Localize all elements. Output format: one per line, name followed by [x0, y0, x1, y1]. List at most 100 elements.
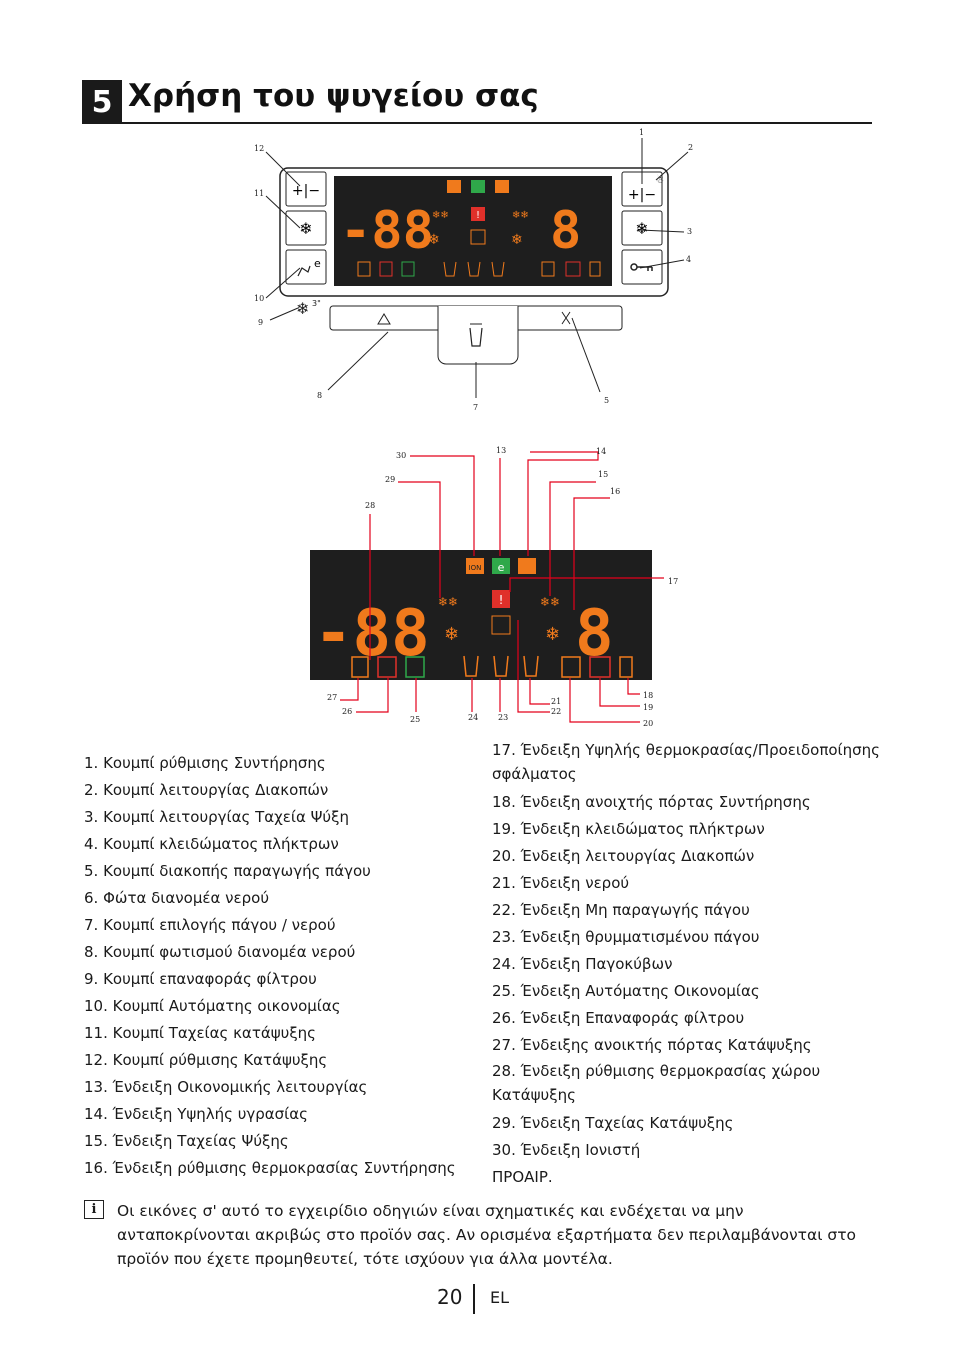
svg-text:25: 25 — [410, 715, 420, 724]
svg-text:26: 26 — [342, 707, 352, 716]
svg-text:❄: ❄ — [635, 219, 648, 238]
legend-item: 20. Ένδειξη λειτουργίας Διακοπών — [492, 847, 755, 865]
legend-item: 18. Ένδειξη ανοιχτής πόρτας Συντήρησης — [492, 793, 811, 811]
legend-item: 7. Κουμπί επιλογής πάγου / νερού — [84, 916, 336, 934]
svg-text:21: 21 — [551, 697, 561, 706]
svg-text:29: 29 — [385, 475, 395, 484]
svg-text:3: 3 — [687, 227, 692, 236]
legend-item: 9. Κουμπί επαναφοράς φίλτρου — [84, 970, 317, 988]
note-text: Οι εικόνες σ' αυτό το εγχειρίδιο οδηγιών… — [117, 1202, 857, 1268]
legend-item: 12. Κουμπί ρύθμισης Κατάψυξης — [84, 1051, 328, 1069]
legend-item: 22. Ένδειξη Μη παραγωγής πάγου — [492, 901, 750, 919]
svg-text:ION: ION — [469, 564, 482, 572]
svg-text:27: 27 — [327, 693, 337, 702]
section-number: 5 — [82, 80, 122, 124]
legend-item: 16. Ένδειξη ρύθμισης θερμοκρασίας Συντήρ… — [84, 1159, 456, 1177]
svg-text:❄: ❄ — [296, 299, 309, 318]
legend-item: 13. Ένδειξη Οικονομικής λειτουργίας — [84, 1078, 368, 1096]
legend-item: 2. Κουμπί λειτουργίας Διακοπών — [84, 781, 329, 799]
svg-text:+|−: +|− — [628, 187, 656, 203]
svg-text:23: 23 — [498, 713, 508, 722]
svg-text:❄: ❄ — [428, 232, 440, 248]
svg-text:-88: -88 — [314, 597, 430, 671]
svg-text:12: 12 — [254, 144, 264, 153]
language-code: EL — [490, 1288, 510, 1307]
svg-text:❄❄: ❄❄ — [438, 595, 458, 609]
top-display: -88 8 ! ❄❄ ❄ ❄❄ ❄ — [340, 180, 601, 277]
svg-text:❄❄: ❄❄ — [512, 210, 529, 221]
info-icon: i — [84, 1200, 104, 1219]
svg-text:❄: ❄ — [545, 624, 560, 645]
svg-text:19: 19 — [643, 703, 653, 712]
svg-text:7: 7 — [473, 403, 478, 412]
svg-text:-88: -88 — [340, 201, 434, 261]
legend-item: 27. Ένδειξης ανοικτής πόρτας Κατάψυξης — [492, 1036, 812, 1054]
legend-item: 5. Κουμπί διακοπής παραγωγής πάγου — [84, 862, 371, 880]
footer-divider — [473, 1284, 475, 1314]
legend-item: 24. Ένδειξη Παγοκύβων — [492, 955, 673, 973]
key-lock-button[interactable] — [621, 249, 663, 285]
svg-text:5: 5 — [604, 396, 609, 405]
svg-text:28: 28 — [365, 501, 375, 510]
svg-text:9: 9 — [258, 318, 263, 327]
quick-freeze-button[interactable]: ❄ — [285, 210, 327, 246]
legend-item: 10. Κουμπί Αυτόματης οικονομίας — [84, 997, 341, 1015]
fridge-adjust-button[interactable]: +|− ☃ — [621, 171, 664, 207]
legend-item: 4. Κουμπί κλειδώματος πλήκτρων — [84, 835, 339, 853]
legend-list-left: 1. Κουμπί ρύθμισης Συντήρησης 2. Κουμπί … — [84, 750, 464, 1182]
legend-item: 19. Ένδειξη κλειδώματος πλήκτρων — [492, 820, 765, 838]
svg-text:16: 16 — [610, 487, 620, 496]
ice-stop-button[interactable] — [561, 311, 571, 325]
legend-item: 11. Κουμπί Ταχείας κατάψυξης — [84, 1024, 316, 1042]
legend-item: 29. Ένδειξη Ταχείας Κατάψυξης — [492, 1114, 734, 1132]
svg-text:+|−: +|− — [292, 183, 320, 199]
svg-text:!: ! — [499, 593, 504, 607]
header-rule — [82, 122, 872, 124]
legend-item: 25. Ένδειξη Αυτόματης Οικονομίας — [492, 982, 760, 1000]
legend-item: 14. Ένδειξη Υψηλής υγρασίας — [84, 1105, 308, 1123]
svg-text:15: 15 — [598, 470, 608, 479]
legend-item: 3. Κουμπί λειτουργίας Ταχεία Ψύξη — [84, 808, 349, 826]
dispenser-light-button[interactable] — [377, 313, 391, 325]
svg-text:❄❄: ❄❄ — [432, 210, 449, 221]
svg-text:18: 18 — [643, 691, 653, 700]
svg-text:20: 20 — [643, 719, 653, 728]
legend-item: 30. Ένδειξη Ιονιστή — [492, 1141, 641, 1159]
legend-item: 17. Ένδειξη Υψηλής θερμοκρασίας/Προειδοπ… — [492, 741, 880, 783]
auto-eco-button[interactable]: e — [285, 249, 327, 285]
quick-cool-button[interactable]: ❄ — [621, 210, 663, 246]
legend-item: 15. Ένδειξη Ταχείας Ψύξης — [84, 1132, 289, 1150]
legend-item: 1. Κουμπί ρύθμισης Συντήρησης — [84, 754, 326, 772]
page-title: Χρήση του ψυγείου σας — [128, 78, 539, 114]
svg-text:2: 2 — [688, 143, 693, 152]
svg-text:e: e — [498, 561, 505, 574]
svg-text:30: 30 — [396, 451, 406, 460]
legend-list-right: 17. Ένδειξη Υψηλής θερμοκρασίας/Προειδοπ… — [492, 738, 882, 1191]
svg-text:8: 8 — [317, 391, 322, 400]
top-panel: +|− ❄ e +|− ☃ ❄ -88 — [254, 128, 693, 412]
svg-text:14: 14 — [596, 447, 606, 456]
svg-text:13: 13 — [496, 446, 506, 455]
legend-item: 23. Ένδειξη θρυμματισμένου πάγου — [492, 928, 760, 946]
svg-text:!: ! — [476, 210, 480, 221]
svg-text:8: 8 — [575, 597, 614, 671]
svg-text:17: 17 — [668, 577, 678, 586]
svg-text:1: 1 — [639, 128, 644, 137]
legend-item: ΠΡΟΑΙΡ. — [492, 1168, 553, 1186]
freezer-adjust-button[interactable]: +|− — [285, 171, 327, 207]
svg-text:10: 10 — [254, 294, 264, 303]
svg-text:❄❄: ❄❄ — [540, 595, 560, 609]
legend-item: 28. Ένδειξη ρύθμισης θερμοκρασίας χώρου … — [492, 1062, 821, 1104]
svg-text:e: e — [314, 257, 321, 270]
svg-text:4: 4 — [686, 255, 691, 264]
svg-text:11: 11 — [254, 189, 264, 198]
svg-text:❄: ❄ — [299, 219, 312, 238]
svg-text:8: 8 — [550, 201, 581, 261]
display-detail: -88 8 ION e ! ❄❄ ❄ ❄❄ ❄ — [310, 446, 678, 728]
svg-text:☃: ☃ — [656, 174, 664, 186]
svg-text:22: 22 — [551, 707, 561, 716]
svg-text:❄: ❄ — [444, 624, 459, 645]
svg-text:24: 24 — [468, 713, 478, 722]
legend-item: 8. Κουμπί φωτισμού διανομέα νερού — [84, 943, 356, 961]
legend-item: 6. Φώτα διανομέα νερού — [84, 889, 270, 907]
